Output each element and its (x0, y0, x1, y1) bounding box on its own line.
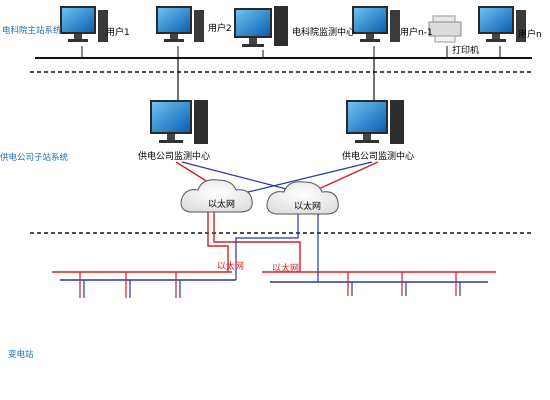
label-eth-right: 以太网 (272, 264, 300, 274)
label-eth-left: 以太网 (217, 262, 245, 272)
substation-bus-left (52, 271, 236, 298)
ethernet-cloud-left (180, 179, 253, 213)
label-center: 电科院监测中心 (292, 28, 356, 38)
zone-label-substation: 变电站 (8, 350, 34, 360)
label-cloud-right: 以太网 (294, 202, 322, 212)
label-user2: 用户2 (208, 24, 232, 34)
label-center-left: 供电公司监测中心 (138, 152, 211, 162)
label-printer: 打印机 (452, 46, 480, 56)
computer-icon-center-right (346, 100, 404, 144)
computer-icon-user1 (60, 6, 108, 42)
computer-icon-usern (478, 6, 526, 42)
substation-bus-right (262, 271, 496, 296)
label-cloud-left: 以太网 (208, 200, 236, 210)
printer-icon (428, 15, 462, 43)
computer-icon-center (234, 6, 288, 47)
computer-icon-center-left (150, 100, 208, 144)
label-usern1: 用户n-1 (400, 28, 433, 38)
label-center-right: 供电公司监测中心 (342, 152, 415, 162)
computer-icon-user2 (156, 6, 204, 42)
label-usern: 用户n (518, 30, 542, 40)
ethernet-cloud-right (266, 181, 339, 215)
label-user1: 用户1 (106, 28, 130, 38)
zone-label-master: 电科院主站系统 (2, 26, 62, 36)
computer-icon-usern1 (352, 6, 400, 42)
zone-label-sub: 供电公司子站系统 (0, 153, 69, 163)
